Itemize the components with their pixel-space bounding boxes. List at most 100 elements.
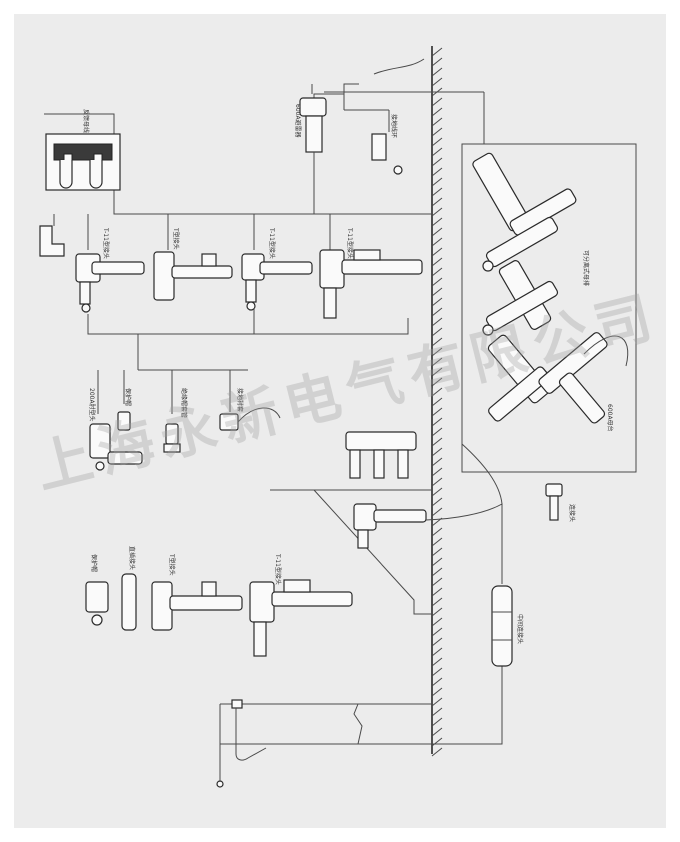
wall-hatch-line: [431, 97, 443, 107]
wall-hatch-line: [431, 187, 443, 197]
insulating-cap-label: 绝缘帽套管: [180, 388, 188, 418]
ground-ring: [343, 92, 403, 175]
wall-hatch-line: [431, 257, 443, 267]
t-elbow-3-label: T-11型接头: [274, 553, 282, 585]
wall-hatch-line: [431, 737, 443, 747]
protective-cap-2-label: 保护帽: [90, 554, 98, 572]
wall-hatch-line: [431, 647, 443, 657]
t-joint-1: [153, 251, 233, 301]
wall-hatch-line: [431, 307, 443, 317]
wall-hatch-line: [431, 327, 443, 337]
cable-run: [425, 503, 503, 745]
wall-hatch-line: [431, 347, 443, 357]
wall-hatch-line: [431, 487, 443, 497]
wall-hatch-line: [431, 547, 443, 557]
wall-hatch-line: [431, 207, 443, 217]
t-joint-2: [151, 581, 243, 631]
wall-hatch-line: [431, 427, 443, 437]
elbow-1-label: T-11型接头: [102, 227, 110, 259]
wall-hatch-line: [431, 687, 443, 697]
protective-cap-1: [117, 411, 131, 431]
wall-hatch-line: [431, 217, 443, 227]
ground-ring-label: 接地线环: [390, 114, 398, 138]
plug-label: 连接头: [568, 504, 576, 522]
wall-hatch-line: [431, 337, 443, 347]
bus-600a-assembly: [487, 332, 629, 424]
wall-hatch-line: [431, 247, 443, 257]
wall-hatch-line: [431, 617, 443, 627]
t-connector-label: T-11型接头: [346, 227, 354, 259]
wall-hatch-line: [431, 167, 443, 177]
wall-hatch-line: [431, 367, 443, 377]
wall-hatch-line: [431, 147, 443, 157]
protective-cap-2: [85, 581, 109, 626]
wall-hatch-line: [431, 557, 443, 567]
wall-hatch-line: [431, 197, 443, 207]
small-bracket: [39, 225, 65, 257]
wall-hatch-line: [431, 387, 443, 397]
t-elbow-3: [249, 579, 353, 657]
wall-hatch-line: [431, 227, 443, 237]
bottom-terminal: [216, 699, 267, 788]
wall-hatch-line: [431, 447, 443, 457]
right-enclosure: [461, 143, 637, 473]
t-joint-2-label: T型接头: [168, 553, 176, 576]
wall-hatch-line: [431, 437, 443, 447]
wall-hatch-line: [431, 747, 443, 757]
wall-hatch-line: [431, 607, 443, 617]
t-joint-label: T型接头: [172, 227, 180, 250]
wall-hatch-line: [431, 177, 443, 187]
panel-elbow: [353, 503, 427, 549]
wall-hatch-line: [431, 267, 443, 277]
wall-hatch-line: [431, 57, 443, 67]
wall: [431, 46, 443, 757]
connector-system-diagram: 反馈母线 T-11型接头 T型接头 T-11型接头 T-11型接头: [39, 46, 637, 788]
protective-cap-label: 保护帽: [124, 388, 132, 406]
triple-bushing: [345, 431, 417, 479]
wall-hatch-line: [431, 377, 443, 387]
wall-hatch-line: [431, 497, 443, 507]
wall-hatch-line: [431, 457, 443, 467]
wall-hatch-line: [431, 107, 443, 117]
wall-hatch-line: [431, 67, 443, 77]
bushing-insert: [219, 407, 281, 431]
wall-hatch-line: [431, 117, 443, 127]
wall-hatch-line: [431, 357, 443, 367]
wall-hatch-line: [431, 567, 443, 577]
wall-hatch-line: [431, 417, 443, 427]
elbow-connector-1: [75, 253, 145, 313]
wall-hatch-line: [431, 477, 443, 487]
wall-hatch-line: [431, 677, 443, 687]
wall-hatch-line: [431, 397, 443, 407]
wall-hatch-line: [431, 637, 443, 647]
wall-hatch-line: [431, 577, 443, 587]
diagram-sheet: 反馈母线 T-11型接头 T型接头 T-11型接头 T-11型接头: [14, 14, 666, 828]
arrester-label: 600A避雷器: [294, 104, 302, 138]
reverse-bus-label: 反馈母线: [82, 109, 90, 133]
wall-hatch-line: [431, 597, 443, 607]
arrester-600a: [299, 97, 327, 214]
wall-hatch-line: [431, 587, 443, 597]
elbow-200a-label: 200A肘型头: [88, 388, 96, 422]
wall-hatch-line: [431, 697, 443, 707]
wall-hatch-line: [431, 237, 443, 247]
bottom-frame: [219, 703, 432, 774]
removable-bus-label: 可分离式母排: [582, 250, 590, 286]
wall-hatch-line: [431, 707, 443, 717]
wall-hatch-line: [431, 727, 443, 737]
plug-connector: [545, 483, 563, 521]
wall-hatch-line: [431, 157, 443, 167]
elbow-200a: [89, 423, 143, 471]
elbow-connector-2: [241, 253, 313, 311]
wall-hatch-line: [431, 317, 443, 327]
wall-hatch-line: [431, 657, 443, 667]
wall-hatch-line: [431, 537, 443, 547]
wall-hatch-line: [431, 47, 443, 57]
wall-hatch-line: [431, 297, 443, 307]
wall-hatch-line: [431, 627, 443, 637]
wall-hatch-line: [431, 277, 443, 287]
reverse-bus-block: 反馈母线: [45, 109, 121, 191]
wall-hatch-line: [431, 77, 443, 87]
wall-hatch-line: [431, 667, 443, 677]
wall-hatch-line: [431, 527, 443, 537]
